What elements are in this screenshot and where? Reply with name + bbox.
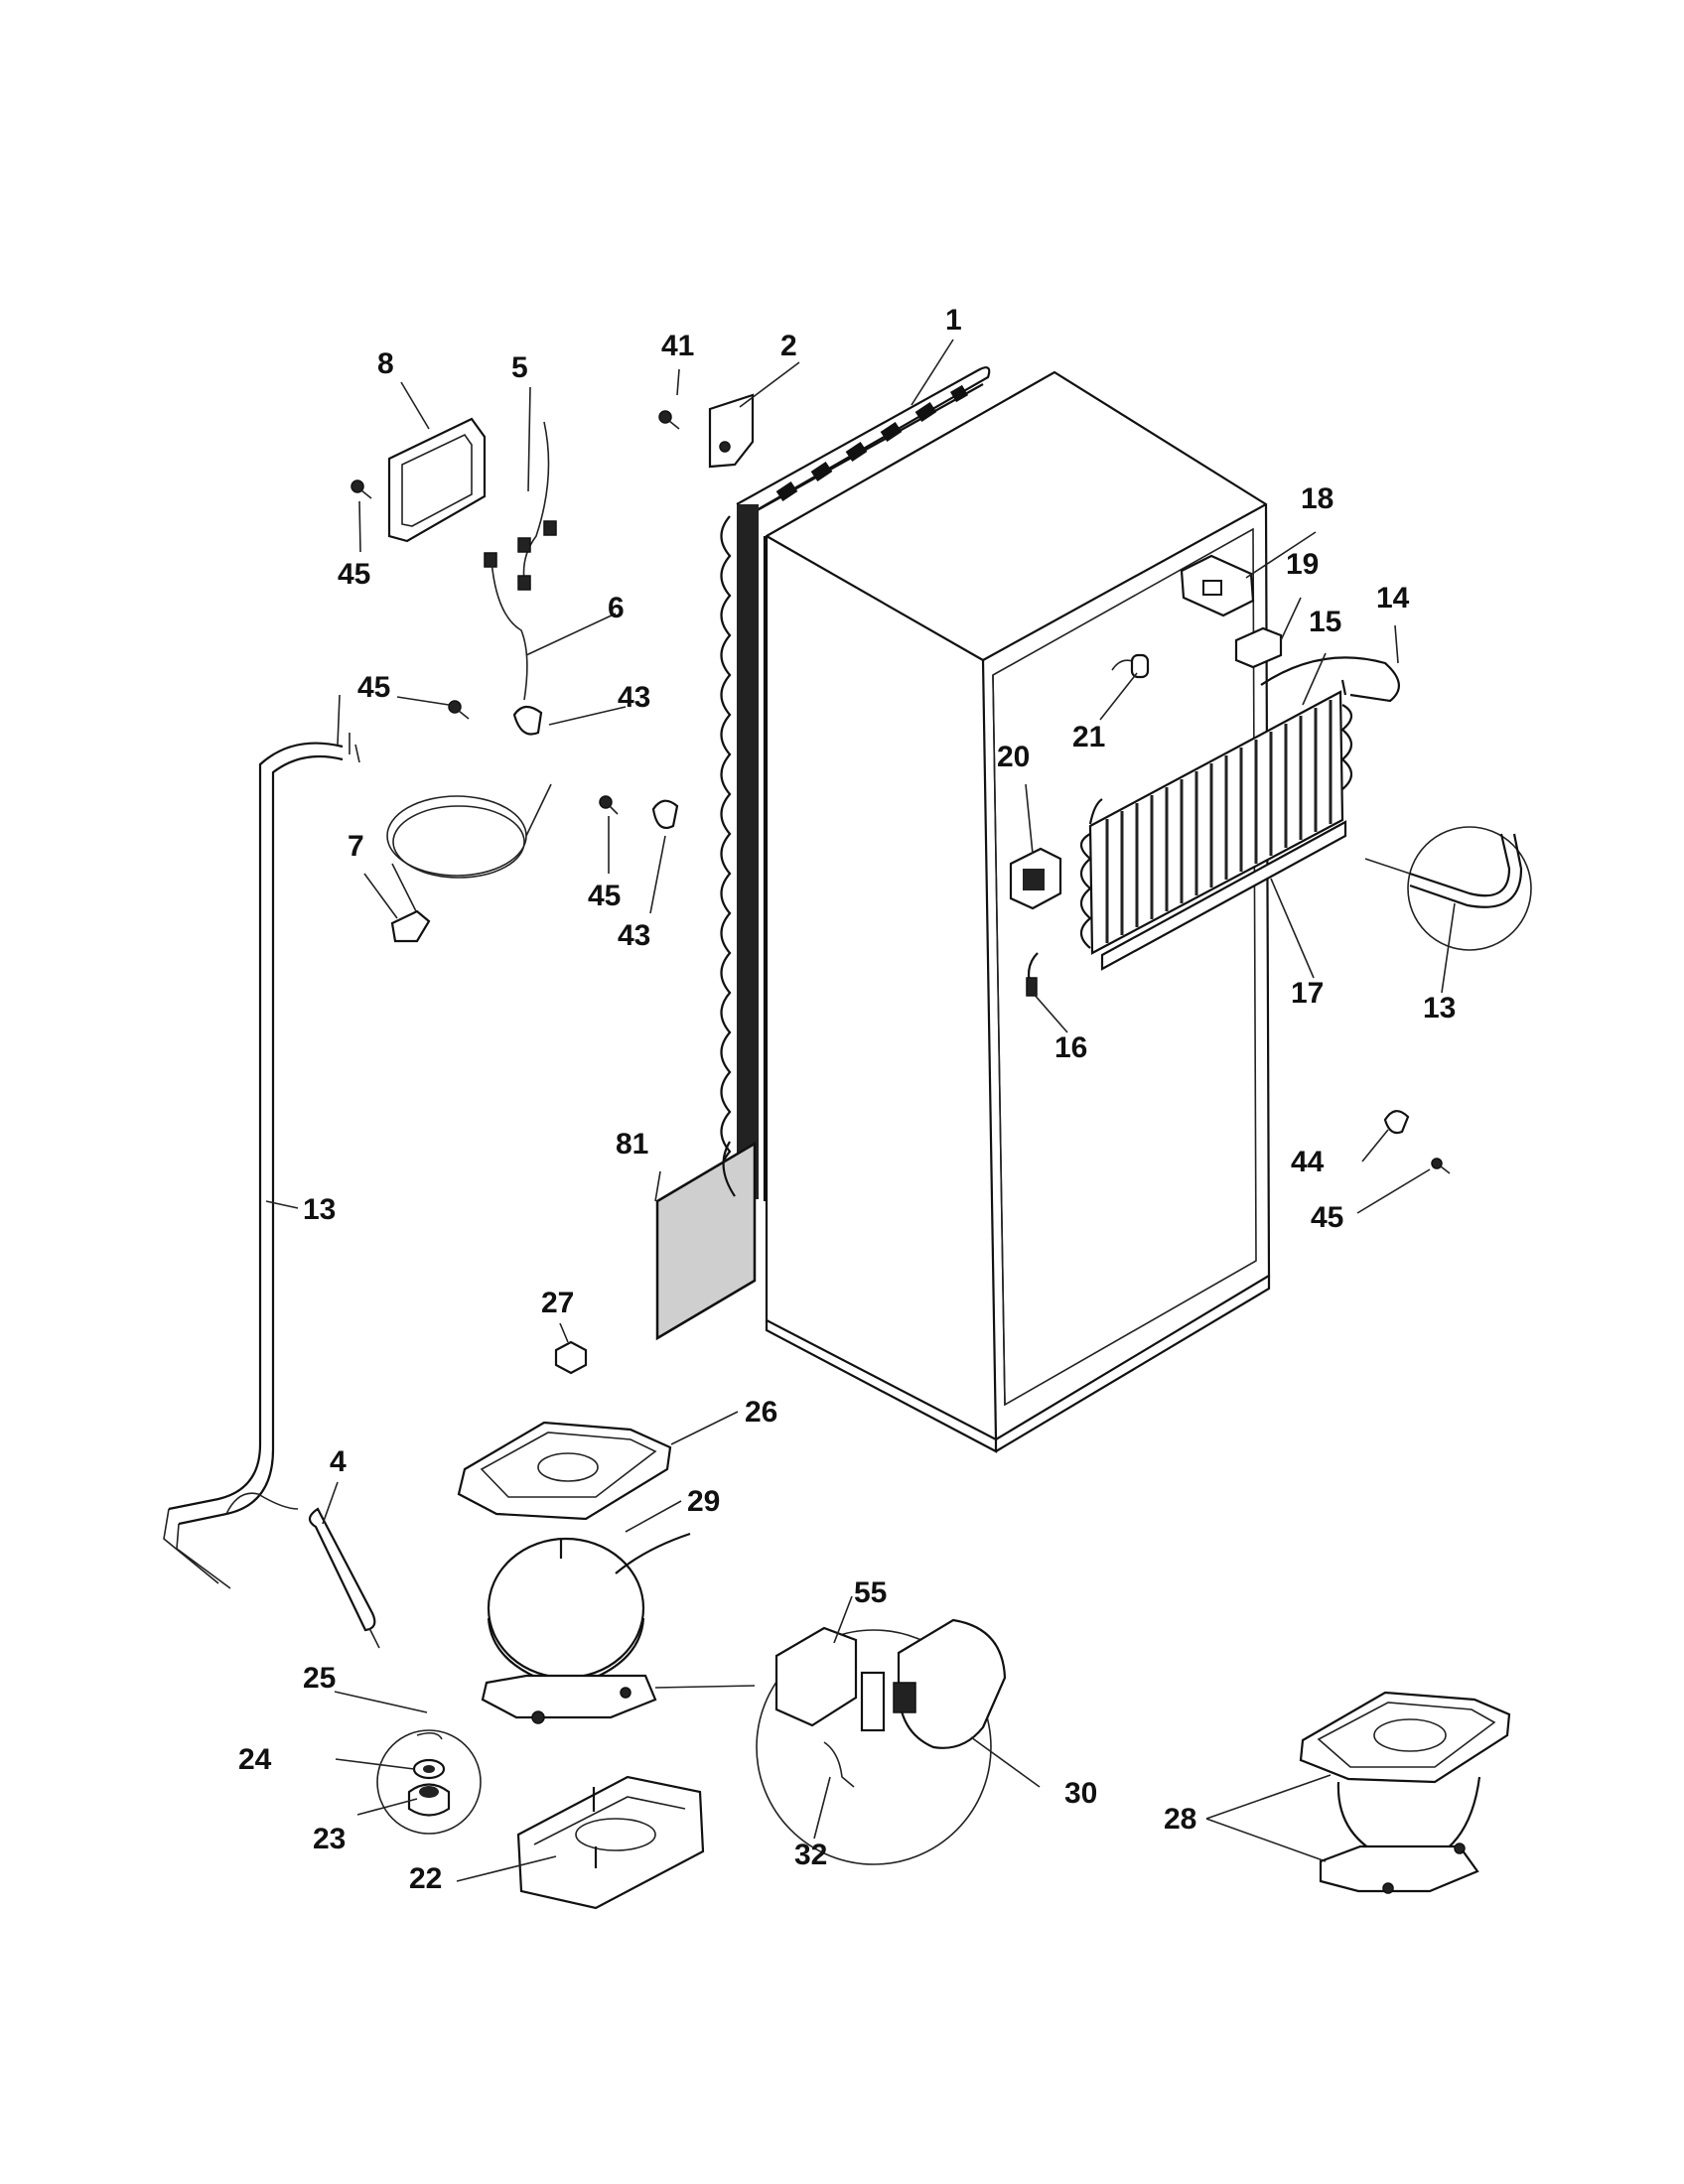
screw-45-center (599, 795, 619, 815)
label-4: 4 (330, 1445, 347, 1478)
label-2: 2 (780, 330, 797, 362)
label-1: 1 (945, 304, 962, 337)
label-18: 18 (1301, 482, 1333, 515)
label-24: 24 (238, 1743, 272, 1776)
sensor-16 (1026, 952, 1039, 997)
label-30: 30 (1064, 1777, 1097, 1810)
label-81: 81 (616, 1128, 648, 1160)
compressor-29 (481, 1532, 756, 1724)
condenser-cover-panel (655, 1141, 757, 1341)
screw-45-top (351, 479, 372, 499)
clip-19 (1234, 626, 1283, 669)
label-7: 7 (348, 830, 364, 863)
label-43-a: 43 (618, 681, 650, 714)
label-17: 17 (1291, 977, 1324, 1010)
label-13-a: 13 (1423, 992, 1456, 1024)
label-45-d: 45 (1311, 1201, 1343, 1234)
part-number-labels: 1 41 2 8 5 45 6 45 43 7 45 43 18 19 14 1… (238, 304, 1456, 1895)
label-45-c: 45 (588, 880, 621, 912)
relay-overload-detail (756, 1618, 1007, 1865)
label-25: 25 (303, 1662, 336, 1695)
label-55: 55 (854, 1576, 887, 1609)
label-45-a: 45 (338, 558, 370, 591)
wire-harness (484, 421, 557, 701)
label-44: 44 (1291, 1146, 1325, 1178)
tube-13-left (163, 694, 360, 1589)
evaporator (1079, 656, 1400, 971)
label-22: 22 (409, 1862, 442, 1895)
bracket-2 (708, 393, 755, 469)
label-41: 41 (661, 330, 694, 362)
label-15: 15 (1309, 606, 1341, 638)
label-20: 20 (997, 741, 1030, 773)
clamp-43-center (651, 799, 679, 830)
nut-27 (554, 1340, 588, 1375)
condenser-coil (720, 366, 991, 1201)
base-bracket-22 (516, 1775, 705, 1910)
label-28: 28 (1164, 1803, 1196, 1836)
clamp-43-top (512, 705, 543, 736)
compressor-assembly-28 (1299, 1691, 1511, 1894)
label-27: 27 (541, 1287, 574, 1319)
clamp-44 (1383, 1110, 1410, 1135)
leader-lines (265, 339, 1456, 1882)
damper-bracket-18 (1180, 554, 1255, 617)
label-5: 5 (511, 351, 528, 384)
screw-45-right (1431, 1158, 1451, 1174)
label-21: 21 (1072, 721, 1105, 753)
label-14: 14 (1376, 582, 1410, 614)
refrigerator-cabinet (765, 370, 1271, 1453)
label-19: 19 (1286, 548, 1319, 581)
label-13-b: 13 (303, 1193, 336, 1226)
label-32: 32 (794, 1839, 827, 1871)
label-8: 8 (377, 347, 394, 380)
control-cover-8 (387, 417, 487, 543)
label-45-b: 45 (357, 671, 390, 704)
bracket-20 (1009, 847, 1062, 910)
label-29: 29 (687, 1485, 720, 1518)
label-43-b: 43 (618, 919, 650, 952)
tube-13-detail (1364, 826, 1532, 951)
label-6: 6 (608, 592, 625, 624)
label-26: 26 (745, 1396, 777, 1429)
screw-45-mid (448, 700, 470, 720)
screw-41 (658, 410, 680, 430)
grommet-detail (376, 1729, 482, 1835)
power-cord-7 (386, 783, 552, 943)
label-16: 16 (1054, 1031, 1087, 1064)
label-23: 23 (313, 1823, 346, 1855)
drain-pan-26 (457, 1421, 672, 1521)
filter-drier-4 (308, 1507, 380, 1649)
sensor-21 (1111, 653, 1150, 679)
